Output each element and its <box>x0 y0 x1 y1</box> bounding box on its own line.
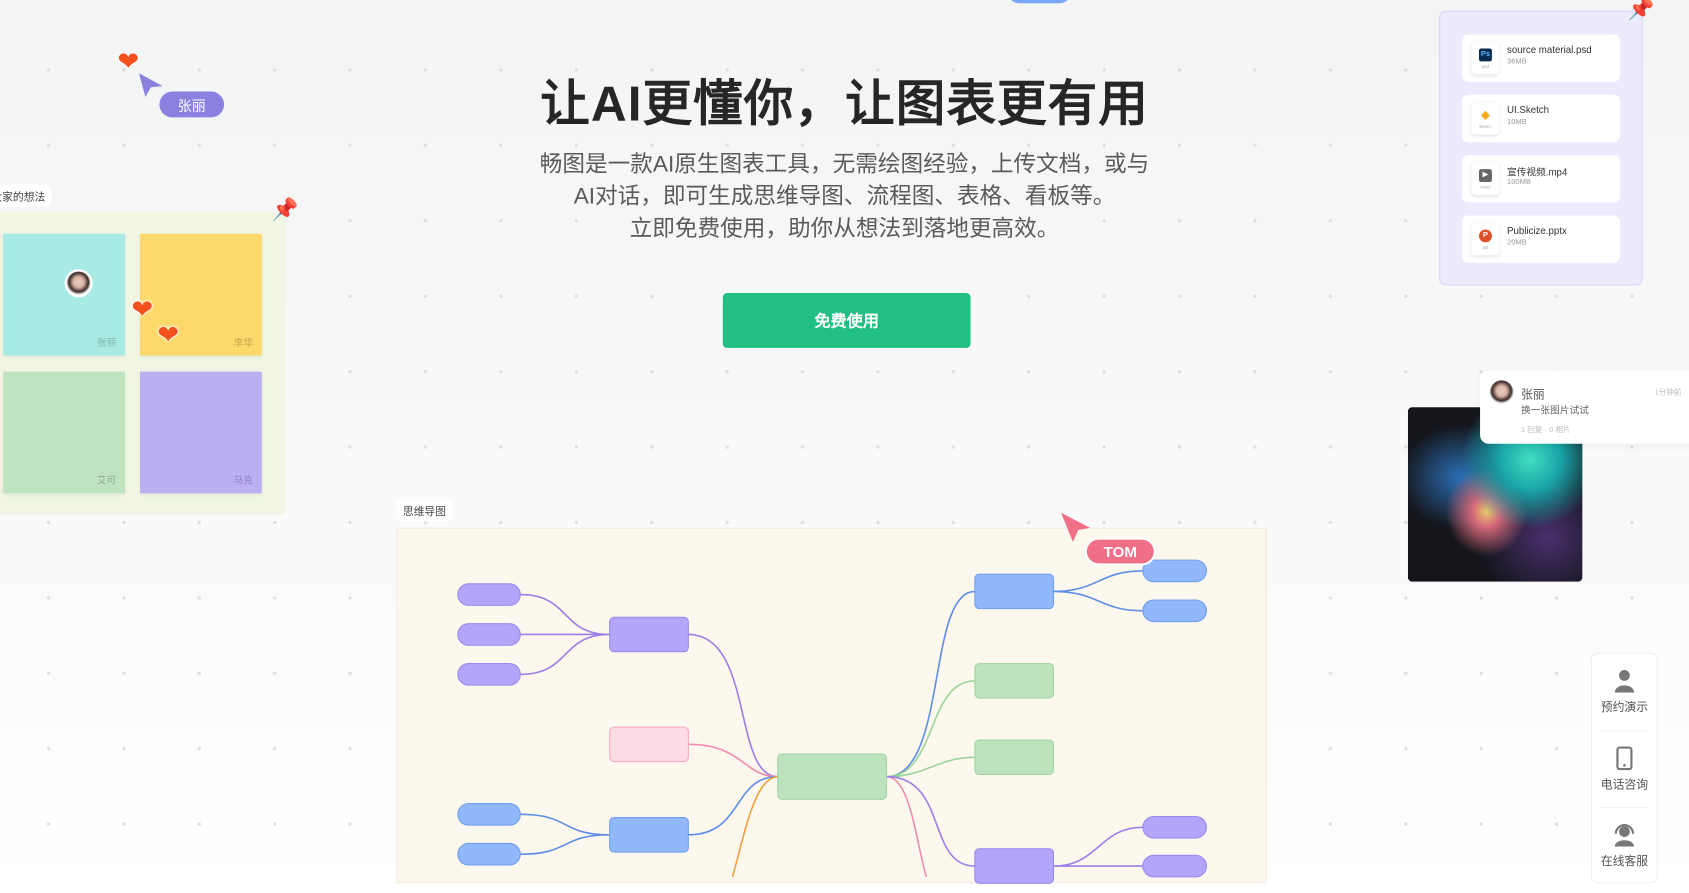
free-use-button[interactable]: 免费使用 <box>722 292 971 348</box>
pin-icon: 📌 <box>1627 0 1655 22</box>
file-name: UI.Sketch <box>1507 104 1550 116</box>
heart-icon: ❤ <box>131 295 154 325</box>
contact-sidebar: 预约演示 电话咨询 在线客服 <box>1591 652 1658 884</box>
subtitle-line: 立即免费使用，助你从想法到落地更高效。 <box>629 216 1060 242</box>
sticky-author: 张丽 <box>96 337 117 348</box>
mindmap-node[interactable] <box>457 842 521 866</box>
headset-icon <box>1614 823 1635 847</box>
mindmap-node[interactable] <box>1142 854 1208 878</box>
mindmap-node[interactable] <box>457 583 521 606</box>
subtitle-line: 畅图是一款AI原生图表工具，无需绘图经验，上传文档，或与 <box>539 151 1150 177</box>
sticky-note[interactable]: 张丽 <box>3 233 125 356</box>
sticky-note[interactable]: 马克 <box>140 371 262 494</box>
comment-card[interactable]: 张丽 1分钟前 换一张图片试试 1 回复 · 0 相片 <box>1480 370 1689 444</box>
file-name: source material.psd <box>1507 44 1592 55</box>
mindmap-label: 思维导图 <box>396 498 453 522</box>
sketch-file-icon: ◆sketch <box>1471 102 1499 134</box>
comment-text: 换一张图片试试 <box>1521 405 1589 416</box>
file-item[interactable]: ▶video 宣传视频.mp4 100MB <box>1461 155 1621 203</box>
sticky-note[interactable]: 李华 <box>140 233 262 356</box>
sidebar-label: 预约演示 <box>1600 701 1649 715</box>
mindmap-node[interactable] <box>974 739 1055 776</box>
file-item[interactable]: ◆sketch UI.Sketch 10MB <box>1461 94 1621 143</box>
sidebar-label: 在线客服 <box>1600 854 1649 868</box>
file-size: 100MB <box>1507 178 1531 187</box>
comment-meta: 1 回复 · 0 相片 <box>1521 426 1571 435</box>
sidebar-label: 电话咨询 <box>1600 778 1649 792</box>
cursor-name-tag: TOM <box>1084 537 1156 566</box>
page-title: 让AI更懂你，让图表更有用 <box>540 75 1149 132</box>
phone-consult-button[interactable]: 电话咨询 <box>1600 730 1649 806</box>
phone-icon <box>1616 745 1633 770</box>
pin-icon: 📌 <box>271 198 299 222</box>
mindmap-node[interactable] <box>1142 559 1208 583</box>
mindmap-node[interactable] <box>974 663 1055 699</box>
cursor-icon <box>138 73 163 97</box>
file-size: 36MB <box>1507 58 1527 66</box>
mindmap-area <box>396 527 1267 884</box>
online-service-button[interactable]: 在线客服 <box>1600 806 1649 883</box>
sticky-author: 李华 <box>233 337 254 348</box>
mindmap-node[interactable] <box>457 623 521 646</box>
heart-icon: ❤ <box>117 47 140 77</box>
collaborator-pill <box>1007 0 1072 4</box>
heart-icon: ❤ <box>157 321 179 351</box>
mindmap-node[interactable] <box>974 848 1055 884</box>
cursor-icon <box>1061 512 1091 542</box>
mindmap-node[interactable] <box>457 803 521 826</box>
page-subtitle: 畅图是一款AI原生图表工具，无需绘图经验，上传文档，或与 AI对话，即可生成思维… <box>0 149 1689 246</box>
mindmap-root-node[interactable] <box>777 753 888 800</box>
mindmap-node[interactable] <box>1142 599 1208 623</box>
mindmap-node[interactable] <box>609 817 689 853</box>
sticky-note[interactable]: 艾可 <box>3 371 125 494</box>
sticky-author: 马克 <box>233 475 254 486</box>
file-name: Publicize.pptx <box>1507 225 1567 236</box>
cursor-name-tag: 张丽 <box>159 91 225 118</box>
mindmap-node[interactable] <box>1142 815 1208 839</box>
comment-time: 1分钟前 <box>1654 388 1682 397</box>
mindmap-node[interactable] <box>457 663 521 686</box>
file-name: 宣传视频.mp4 <box>1507 166 1568 178</box>
user-icon <box>1614 670 1635 693</box>
mindmap-node[interactable] <box>974 573 1055 610</box>
video-file-icon: ▶video <box>1471 163 1499 195</box>
book-demo-button[interactable]: 预约演示 <box>1592 654 1657 730</box>
comment-author: 张丽 <box>1521 388 1545 402</box>
avatar <box>64 269 93 298</box>
mindmap-node[interactable] <box>609 616 689 653</box>
file-size: 20MB <box>1507 239 1527 247</box>
file-size: 10MB <box>1507 118 1527 127</box>
subtitle-line: AI对话，即可生成思维导图、流程图、表格、看板等。 <box>573 184 1116 209</box>
sticky-author: 艾可 <box>96 475 117 486</box>
board-label: 大家的想法 <box>0 184 52 207</box>
avatar <box>1489 380 1514 404</box>
mindmap-node[interactable] <box>609 726 689 763</box>
